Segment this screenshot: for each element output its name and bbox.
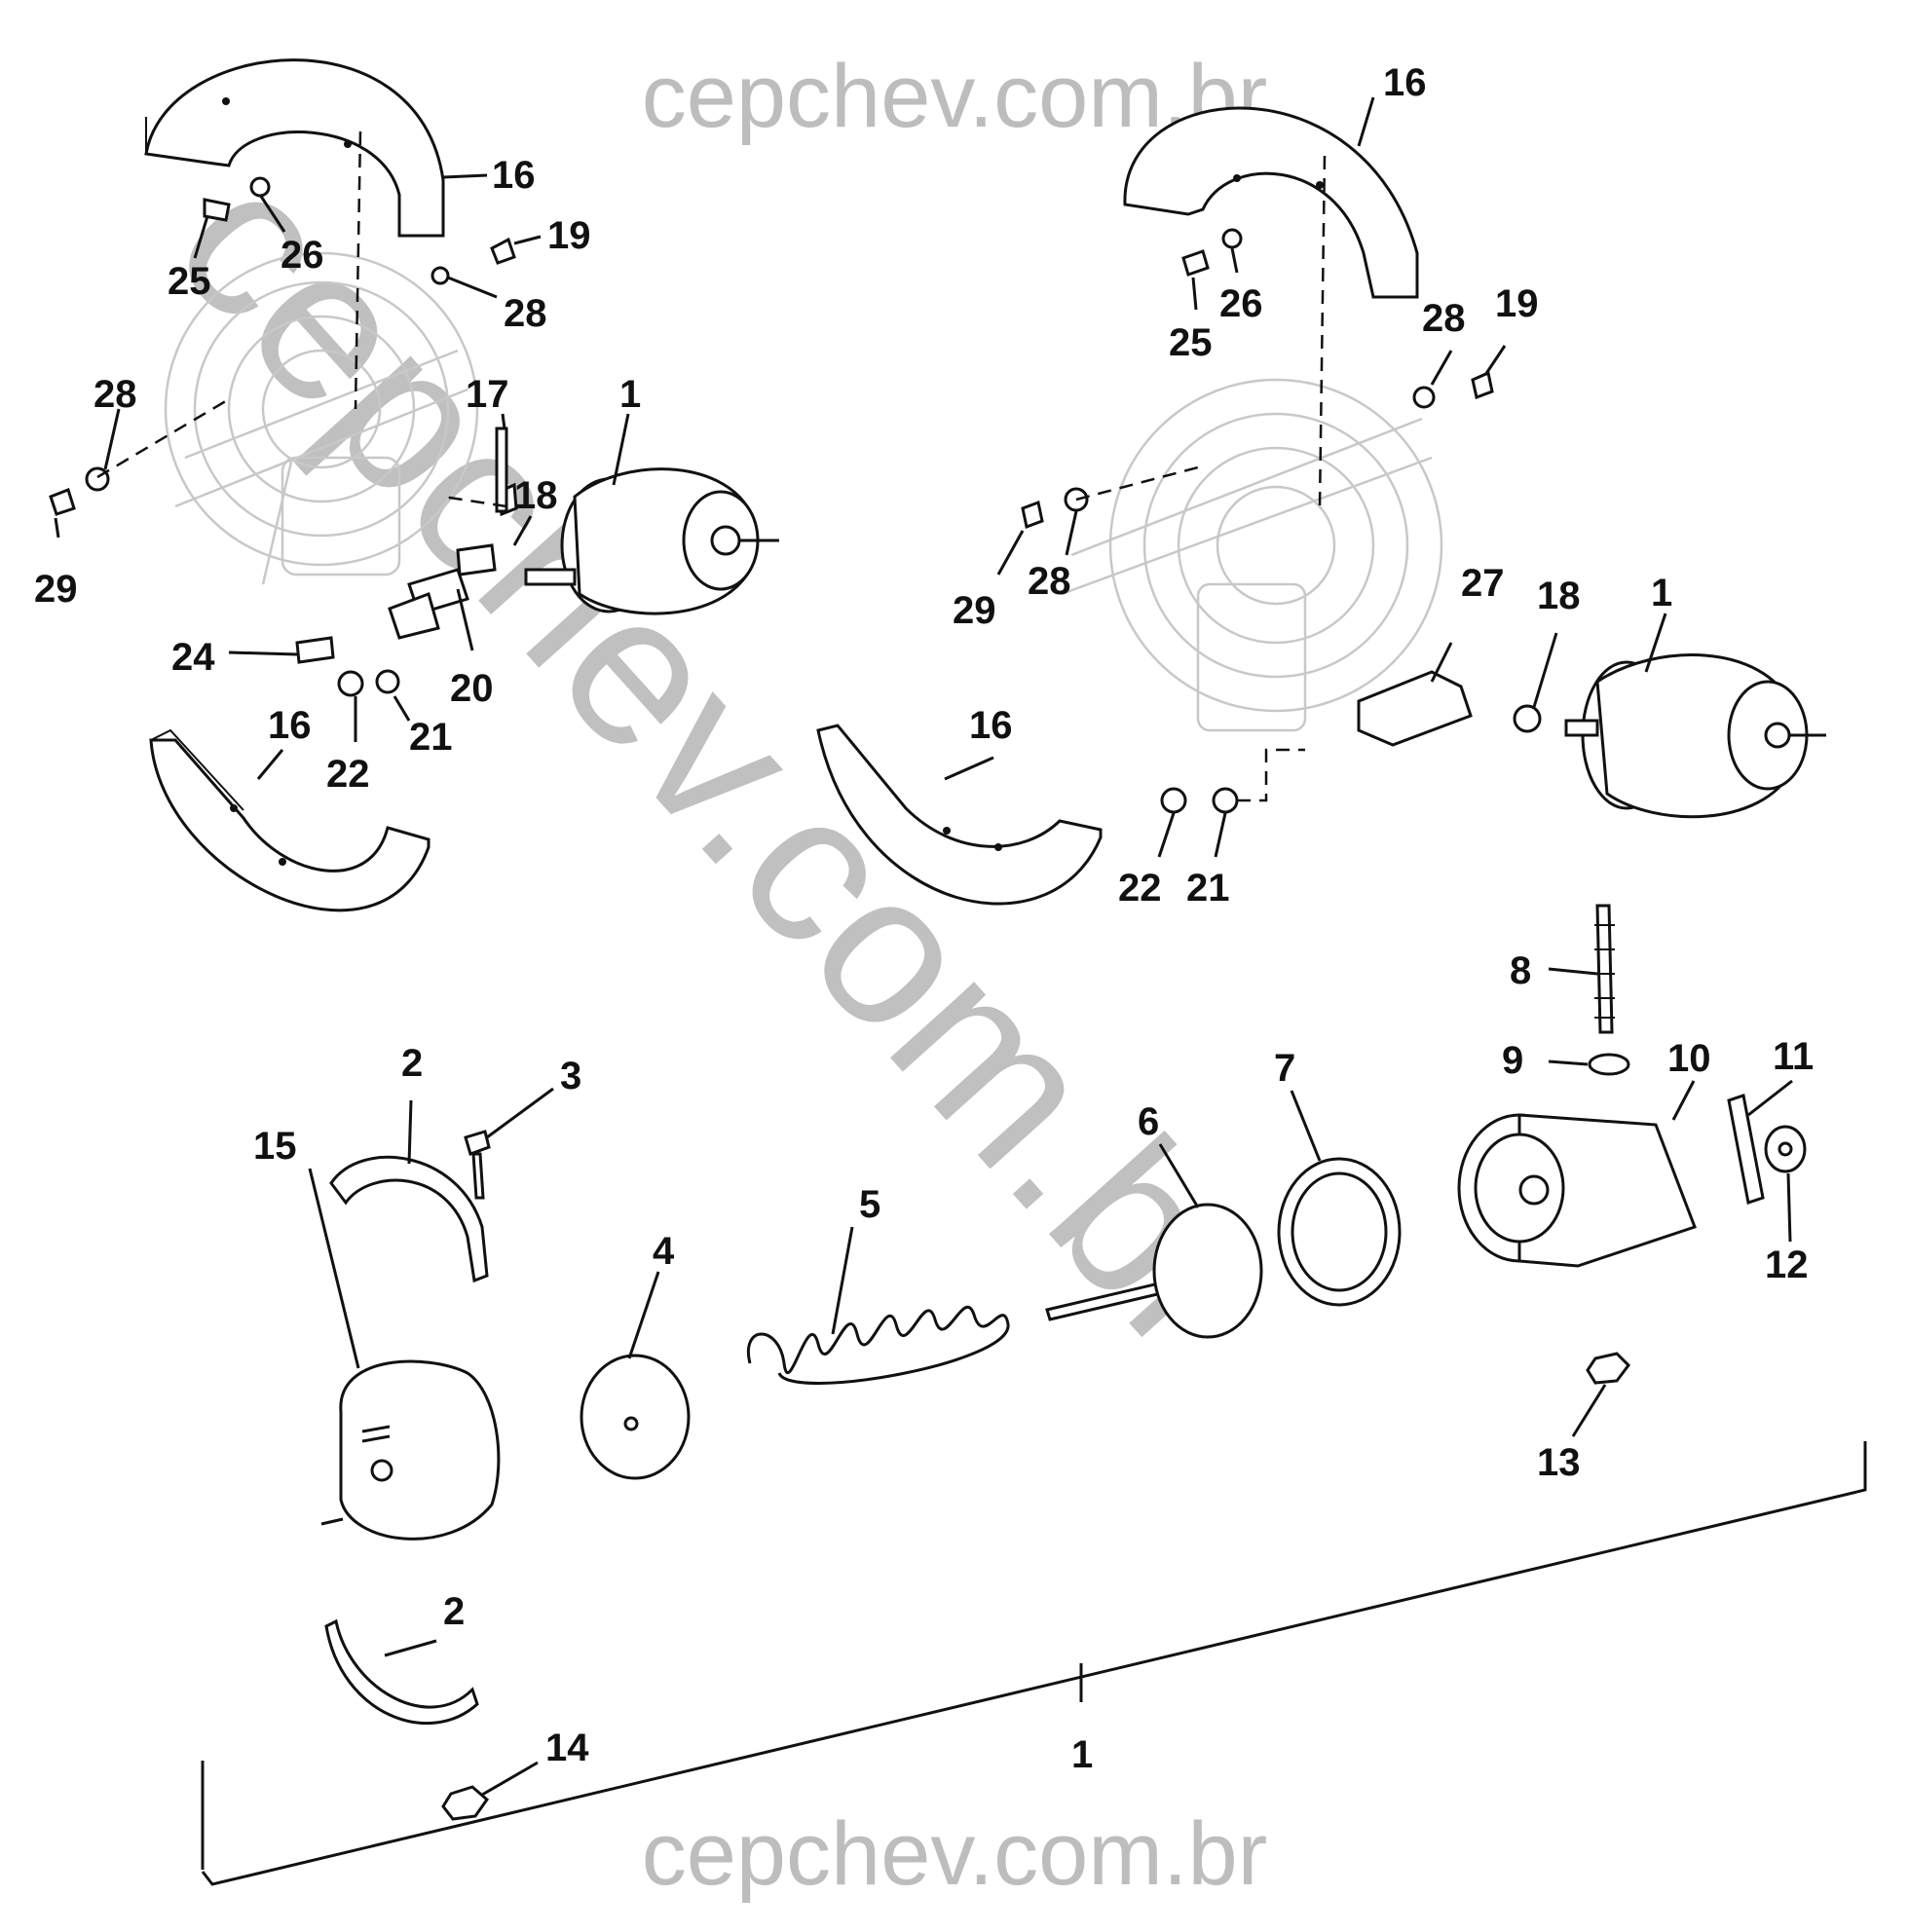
left-assembly: 16 25 26 19 28 28 29 17 1 18 24 20 22 21… (34, 58, 779, 912)
callout-washer: 9 (1502, 1039, 1523, 1082)
right-top-dust-shield (1123, 106, 1419, 299)
callout-left-16-bottom: 16 (268, 704, 312, 747)
callout-right-16-top: 16 (1383, 61, 1427, 104)
clamp-half-bottom (324, 1618, 479, 1726)
clamp-bolt (464, 1130, 491, 1200)
right-hardware (1021, 228, 1542, 814)
callout-right-22: 22 (1118, 867, 1162, 910)
washer (1588, 1053, 1630, 1076)
push-plate (580, 1354, 691, 1480)
callout-right-28-a: 28 (1422, 297, 1466, 340)
left-top-dust-shield (144, 58, 445, 238)
callout-right-16-bottom: 16 (969, 704, 1013, 747)
right-assembly: 16 25 26 28 19 29 28 27 18 1 16 22 21 (816, 61, 1826, 910)
callout-left-19: 19 (547, 214, 591, 257)
watermark-bottom: cepchev.com.br (642, 1804, 1268, 1904)
callout-left-16-top: 16 (492, 154, 536, 197)
callout-left-24: 24 (171, 636, 215, 679)
stud (1595, 904, 1614, 1034)
retainer-clip (1727, 1094, 1765, 1205)
right-brake-chamber (1564, 653, 1826, 819)
callout-right-25: 25 (1169, 321, 1213, 364)
right-bottom-dust-shield (816, 724, 1103, 906)
callout-left-20: 20 (450, 667, 494, 710)
callout-push-plate: 4 (653, 1230, 675, 1273)
callout-left-1: 1 (619, 373, 641, 416)
callout-housing: 15 (253, 1125, 297, 1168)
callout-left-22: 22 (326, 753, 370, 796)
return-spring (746, 1305, 1010, 1385)
nut-14 (441, 1785, 490, 1821)
left-brake-chamber (524, 467, 779, 615)
callout-stud: 8 (1510, 949, 1531, 992)
callout-left-18: 18 (514, 474, 558, 517)
left-bottom-dust-shield (149, 738, 430, 912)
callout-left-29: 29 (34, 568, 78, 611)
assembly-bracket (201, 1441, 1867, 1886)
callout-left-21: 21 (409, 716, 453, 759)
watermark-diagonal: cepchev.com.br (131, 124, 1311, 1395)
diaphragm (1152, 1203, 1263, 1339)
callout-left-26: 26 (281, 234, 324, 277)
callout-left-17: 17 (466, 373, 509, 416)
callout-right-27: 27 (1461, 562, 1505, 605)
callout-right-28-b: 28 (1028, 560, 1071, 603)
callout-ring: 7 (1274, 1047, 1295, 1090)
callout-left-28-a: 28 (504, 292, 547, 335)
callout-spring: 5 (859, 1183, 880, 1226)
callout-clamp-top: 2 (401, 1042, 423, 1085)
callout-right-18: 18 (1537, 575, 1581, 617)
callout-right-19: 19 (1495, 282, 1539, 325)
callout-nut-13: 13 (1537, 1441, 1581, 1484)
right-brake-drum-ghost (1061, 378, 1443, 732)
callout-nut-14: 14 (545, 1727, 589, 1769)
left-brake-drum-ghost (164, 251, 479, 585)
callout-left-25: 25 (168, 260, 211, 303)
callout-right-26: 26 (1219, 282, 1263, 325)
callout-bolt: 3 (560, 1055, 581, 1097)
callout-pressure-housing: 10 (1667, 1037, 1711, 1080)
callout-diaphragm: 6 (1138, 1100, 1159, 1143)
callout-clip: 11 (1773, 1035, 1814, 1078)
callout-clamp-bottom: 2 (443, 1590, 465, 1633)
pressure-housing (1457, 1113, 1697, 1268)
nut-13 (1586, 1352, 1630, 1385)
callout-right-21: 21 (1186, 867, 1230, 910)
callout-assembly: 1 (1071, 1733, 1093, 1776)
non-pressure-housing (339, 1359, 501, 1541)
clamp-half-top (329, 1155, 489, 1283)
callout-cap: 12 (1765, 1244, 1809, 1286)
callout-left-28-b: 28 (94, 373, 137, 416)
callout-right-29: 29 (953, 589, 996, 632)
exploded-chamber: 2 3 15 4 5 6 7 8 9 10 11 12 13 2 14 1 (201, 904, 1867, 1886)
callout-right-1: 1 (1651, 572, 1672, 614)
